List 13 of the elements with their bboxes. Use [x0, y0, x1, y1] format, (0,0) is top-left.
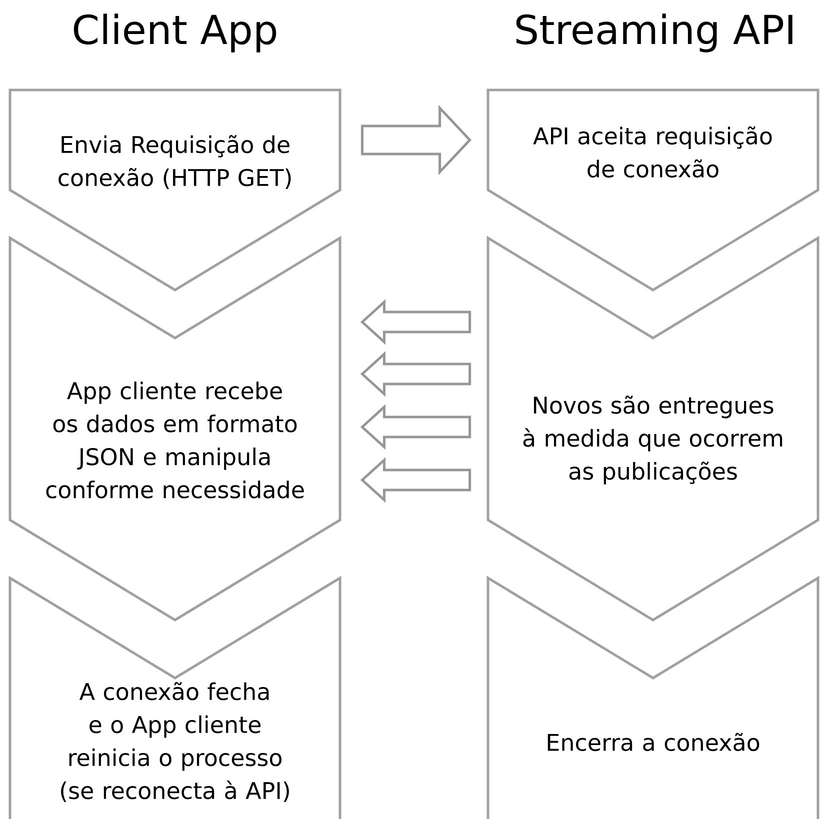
- block-arrow: [360, 299, 472, 345]
- chevron-box: App cliente recebe os dados em formato JSON e manipula conforme necessidade: [8, 236, 342, 622]
- column-title: Streaming API: [516, 14, 792, 52]
- chevron-box: API aceita requisição de conexão: [486, 88, 820, 292]
- column-title: Client App: [74, 14, 276, 52]
- block-arrow: [360, 351, 472, 397]
- block-arrow: [360, 104, 472, 176]
- block-arrow: [360, 404, 472, 450]
- chevron-box: A conexão fecha e o App cliente reinicia o processo (se reconecta à API): [8, 576, 342, 819]
- chevron-box: Encerra a conexão: [486, 576, 820, 819]
- chevron-box: Envia Requisição de conexão (HTTP GET): [8, 88, 342, 292]
- chevron-box: Novos são entregues à medida que ocorrem as publicações: [486, 236, 820, 622]
- block-arrow: [360, 457, 472, 503]
